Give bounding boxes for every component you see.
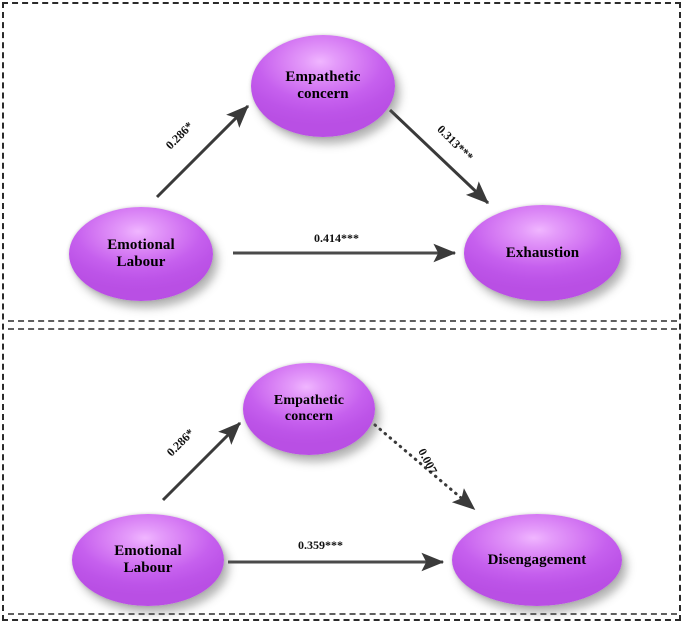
edge-label-0.286-top: 0.286* xyxy=(162,118,196,153)
edge-label-0.286-bottom: 0.286* xyxy=(163,425,197,460)
arrow-emotional-labour-to-empathetic-concern-top xyxy=(155,104,250,199)
node-label: Emotional Labour xyxy=(107,237,175,270)
node-label: Emotional Labour xyxy=(114,543,182,576)
node-exhaustion[interactable]: Exhaustion xyxy=(464,205,621,301)
node-emotional-labour-bottom[interactable]: Emotional Labour xyxy=(72,514,224,606)
edge-label-0.007: 0.007 xyxy=(415,445,441,477)
edge-label-0.414: 0.414*** xyxy=(314,231,359,245)
node-label: Empathetic concern xyxy=(285,69,361,102)
node-label: Disengagement xyxy=(487,551,587,568)
edge-label-0.313: 0.313*** xyxy=(434,122,477,164)
node-label: Exhaustion xyxy=(505,244,580,261)
node-emotional-labour-top[interactable]: Emotional Labour xyxy=(69,207,213,301)
arrow-emotional-labour-to-empathetic-concern-bottom xyxy=(161,421,242,502)
node-disengagement[interactable]: Disengagement xyxy=(452,514,622,606)
edge-label-0.359: 0.359*** xyxy=(298,538,343,552)
panel-divider xyxy=(8,320,677,322)
node-empathetic-concern-bottom[interactable]: Empathetic concern xyxy=(243,363,375,455)
node-empathetic-concern-top[interactable]: Empathetic concern xyxy=(251,35,395,137)
bottom-panel-bottom-border xyxy=(8,613,677,615)
node-label: Empathetic concern xyxy=(273,393,345,424)
bottom-panel-top-border xyxy=(8,328,677,330)
